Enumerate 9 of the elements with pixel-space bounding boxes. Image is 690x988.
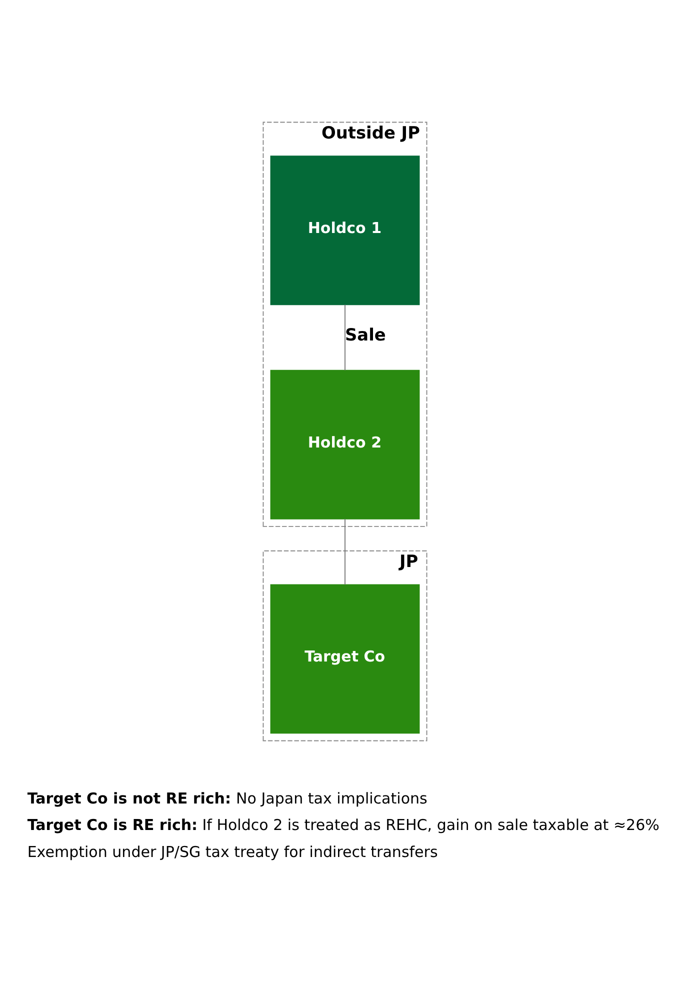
node-box: Holdco 1 <box>270 156 420 306</box>
connector <box>344 518 346 586</box>
node-box: Holdco 2 <box>270 370 420 520</box>
label: Exemption under JP/SG tax treaty for indirect transfers <box>27 843 438 862</box>
edge-label: Sale <box>345 324 386 345</box>
connector <box>344 304 346 371</box>
label: Target Co is not RE rich: No Japan tax implications <box>27 790 428 808</box>
label: Target Co is RE rich: If Holdco 2 is treated as REHC, gain on sale taxable at ≈26% <box>27 816 660 834</box>
node-box: Target Co <box>270 584 420 734</box>
